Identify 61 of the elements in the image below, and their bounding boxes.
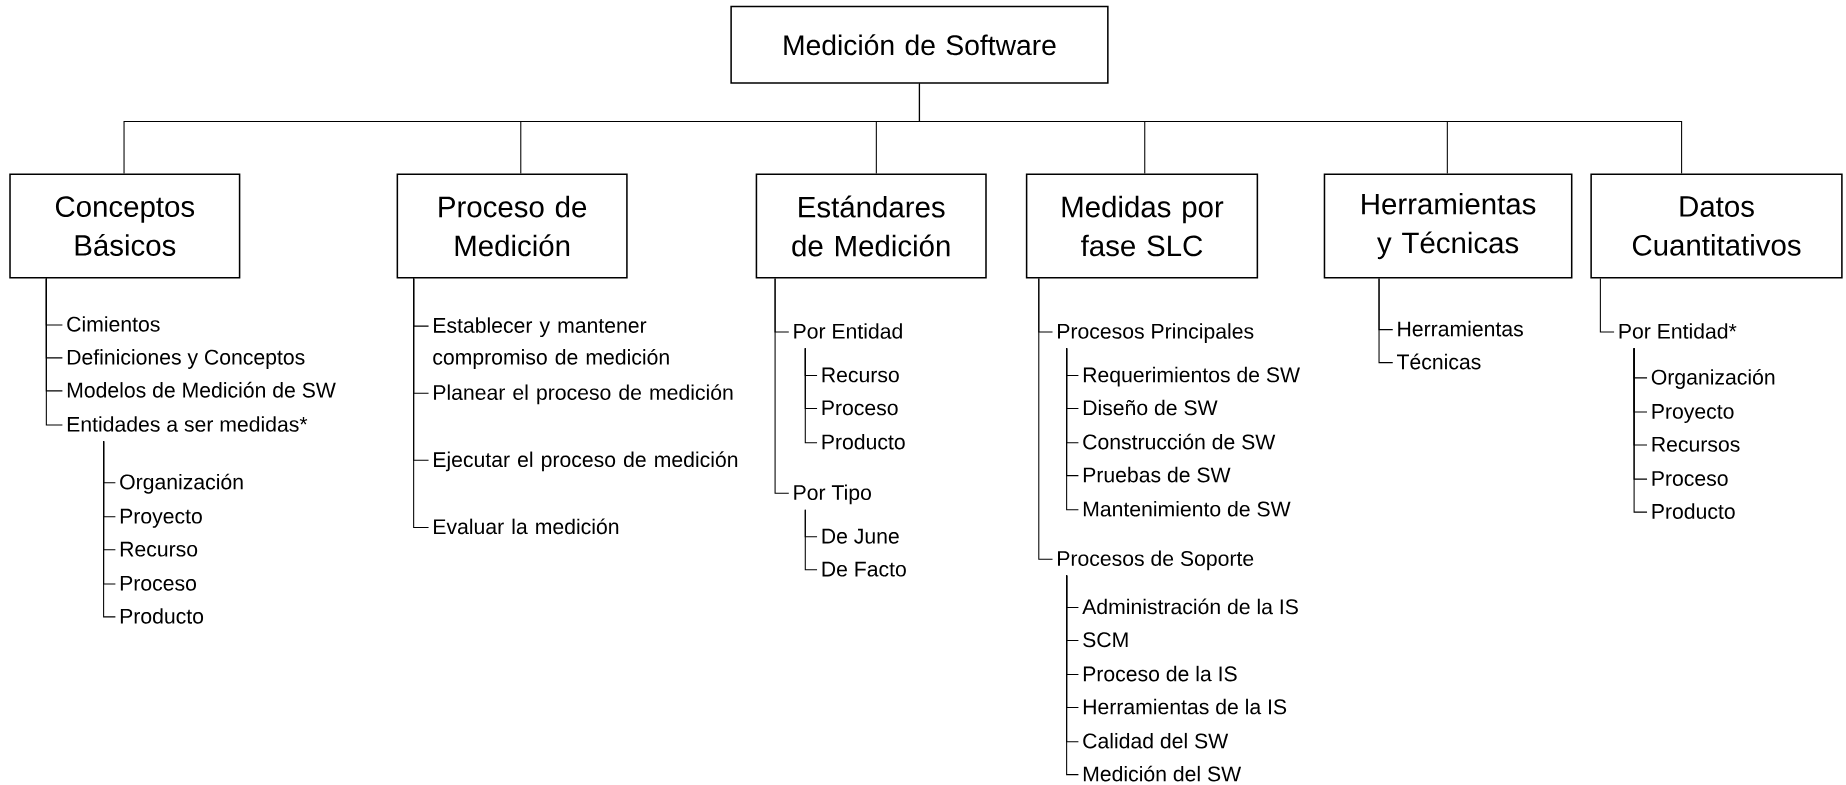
connector-line [804, 347, 818, 444]
list-item: Organización [120, 473, 243, 494]
list-item: Mantenimiento de SW [1083, 500, 1291, 517]
list-item: Diseño de SW [1083, 399, 1218, 416]
connector-line [1066, 574, 1079, 776]
category-box: Datos Cuantitativos [1590, 173, 1843, 279]
list-item: Administración de la IS [1082, 598, 1298, 615]
connector-line [1633, 347, 1648, 513]
list-item: Por Entidad* [1619, 323, 1737, 339]
category-box: Estándares de Medición [755, 173, 987, 279]
connector-line [774, 277, 790, 494]
list-item: Medición del SW [1083, 765, 1242, 782]
list-item: Recurso [120, 541, 198, 557]
category-box: Proceso de Medición [396, 173, 628, 279]
list-item: Requerimientos de SW [1083, 366, 1300, 387]
list-item: SCM [1083, 632, 1128, 648]
list-item: Pruebas de SW [1083, 466, 1231, 483]
list-item: Definiciones y Conceptos [67, 349, 305, 369]
list-item: Organización [1651, 368, 1775, 389]
list-item: Planear el proceso de medición [434, 384, 733, 405]
list-item: Recursos [1652, 436, 1740, 452]
list-item: Producto [822, 433, 905, 450]
connector-line [1599, 277, 1615, 333]
category-box: Medidas por fase SLC [1025, 173, 1259, 279]
connector-line [1066, 347, 1079, 511]
category-box: Conceptos Básicos [9, 173, 241, 279]
connector-line [103, 440, 116, 618]
list-item: De Facto [822, 561, 906, 577]
list-item: Proceso [1652, 471, 1728, 486]
list-item: Recurso [822, 367, 899, 383]
connector-line [804, 509, 818, 571]
list-item: Entidades a ser medidas* [67, 416, 308, 432]
connector-line [45, 277, 63, 426]
connector-line [1038, 277, 1054, 560]
list-item: Producto [120, 608, 204, 624]
list-item: Procesos de Soporte [1058, 550, 1254, 571]
list-item: Por Entidad [794, 323, 902, 339]
list-item: Cimientos [67, 316, 160, 332]
connector-line [413, 277, 430, 528]
list-item: Ejecutar el proceso de medición [434, 451, 738, 472]
connector-line [918, 83, 1683, 174]
list-item: Proceso de la IS [1083, 665, 1237, 682]
list-item: Modelos de Medición de SW [67, 381, 336, 398]
title-box: Medición de Software [730, 5, 1109, 84]
list-item: Procesos Principales [1058, 323, 1254, 343]
list-item: Herramientas [1398, 320, 1523, 337]
list-item: Calidad del SW [1083, 732, 1229, 749]
category-box: Herramientas y Técnicas [1323, 173, 1573, 279]
list-item: De June [822, 528, 899, 544]
list-item: Por Tipo [794, 484, 871, 505]
list-item: Establecer y mantener compromiso de medición [433, 317, 669, 369]
list-item: Construcción de SW [1083, 433, 1276, 450]
list-item: Técnicas [1397, 353, 1481, 370]
list-item: Evaluar la medición [434, 518, 619, 535]
list-item: Proyecto [1652, 403, 1734, 423]
list-item: Producto [1652, 503, 1735, 519]
connector-line [1378, 277, 1394, 363]
list-item: Proyecto [120, 508, 202, 528]
list-item: Proceso [120, 575, 196, 591]
list-item: Proceso [822, 400, 898, 416]
list-item: Herramientas de la IS [1083, 698, 1287, 715]
